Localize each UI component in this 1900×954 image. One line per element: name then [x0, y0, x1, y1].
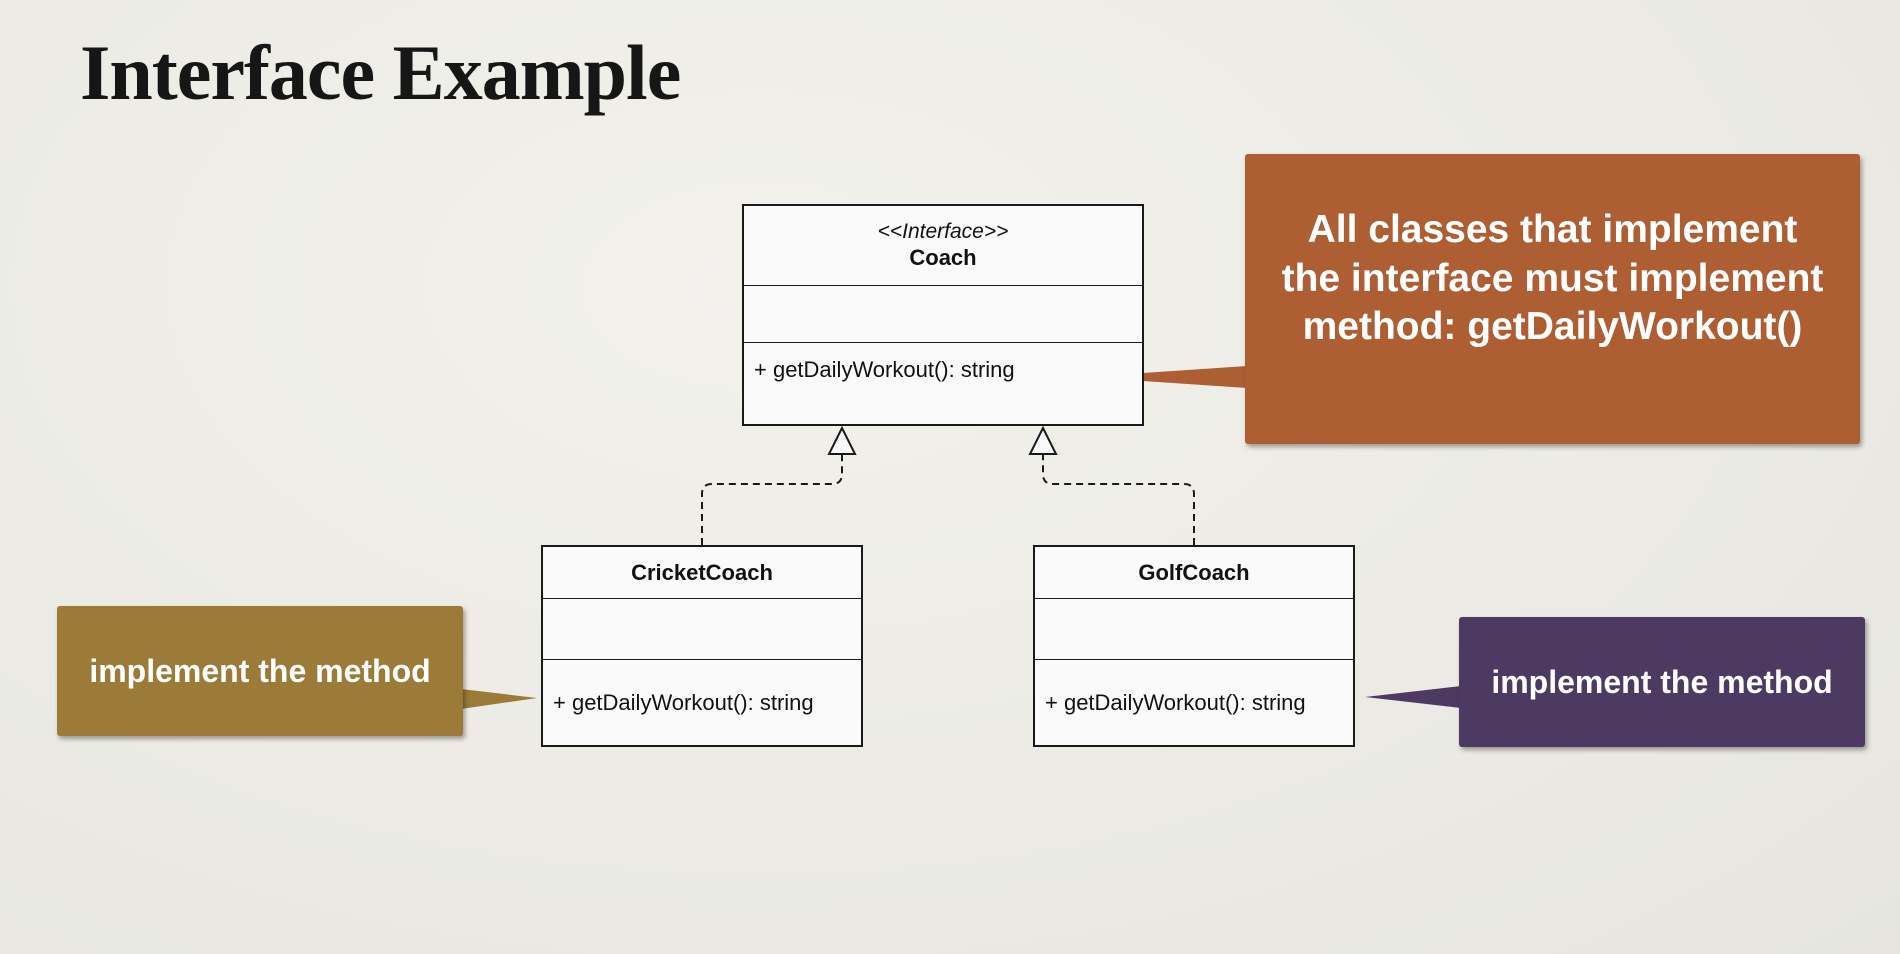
golf-coach-attributes-section	[1035, 599, 1353, 660]
coach-attributes-section	[744, 286, 1142, 343]
cricket-coach-methods-section: + getDailyWorkout(): string	[543, 660, 861, 745]
golf-callout-text: implement the method	[1491, 663, 1833, 700]
golf-coach-method: + getDailyWorkout(): string	[1045, 689, 1306, 715]
interface-callout-text: All classes that implement the interface…	[1281, 207, 1824, 349]
coach-interface-box: <<Interface>> Coach + getDailyWorkout():…	[742, 204, 1144, 426]
interface-stereotype: <<Interface>>	[877, 220, 1009, 244]
cricket-callout: implement the method	[57, 606, 463, 736]
cricket-callout-pointer	[461, 689, 537, 709]
coach-name-section: <<Interface>> Coach	[744, 206, 1142, 286]
slide-title: Interface Example	[80, 29, 681, 116]
cricket-realization-arrowhead	[827, 425, 857, 455]
cricket-coach-class-box: CricketCoach + getDailyWorkout(): string	[541, 545, 863, 747]
cricket-callout-text: implement the method	[89, 652, 431, 689]
coach-method: + getDailyWorkout(): string	[754, 357, 1015, 382]
golf-realization-line	[1042, 454, 1195, 545]
interface-callout: All classes that implement the interface…	[1245, 154, 1860, 444]
cricket-coach-name-section: CricketCoach	[543, 547, 861, 599]
cricket-coach-attributes-section	[543, 599, 861, 660]
golf-callout-pointer	[1365, 686, 1461, 708]
golf-coach-class-name: GolfCoach	[1138, 559, 1250, 585]
golf-coach-name-section: GolfCoach	[1035, 547, 1353, 599]
coach-methods-section: + getDailyWorkout(): string	[744, 343, 1142, 424]
golf-realization-arrowhead	[1028, 425, 1058, 455]
cricket-realization-line	[701, 454, 843, 545]
cricket-coach-method: + getDailyWorkout(): string	[553, 689, 814, 715]
golf-callout: implement the method	[1459, 617, 1865, 747]
coach-class-name: Coach	[909, 245, 977, 271]
golf-coach-class-box: GolfCoach + getDailyWorkout(): string	[1033, 545, 1355, 747]
cricket-coach-class-name: CricketCoach	[631, 559, 773, 585]
golf-coach-methods-section: + getDailyWorkout(): string	[1035, 660, 1353, 745]
